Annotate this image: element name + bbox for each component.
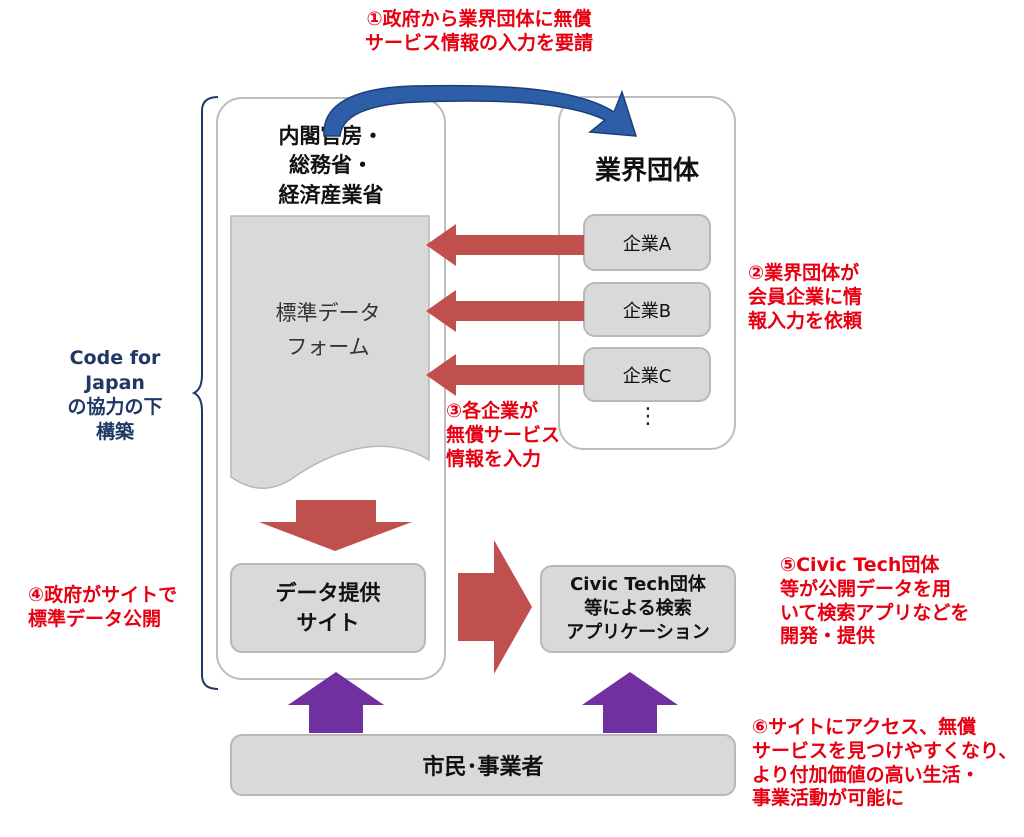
- step1-note: ①政府から業界団体に無償 サービス情報の入力を要請: [364, 8, 593, 54]
- data-site-box[interactable]: データ提供 サイト: [230, 563, 426, 653]
- step2-note: ②業界団体が 会員企業に情 報入力を依頼: [748, 262, 863, 332]
- more-companies-ellipsis: ⋮: [637, 404, 659, 429]
- company-b-box[interactable]: 企業B: [583, 282, 711, 337]
- code-for-japan-label: Code for Japan の協力の下 構築: [67, 347, 163, 444]
- data-form-label: 標準データ フォーム: [275, 301, 381, 359]
- left-arrow-icon: [426, 290, 584, 332]
- brace-icon: [191, 96, 219, 690]
- step4-note: ④政府がサイトで 標準データ公開: [28, 584, 178, 630]
- company-c-box[interactable]: 企業C: [583, 347, 711, 402]
- curved-arrow-icon: [323, 84, 638, 137]
- step6-note: ⑥サイトにアクセス、無償 サービスを見つけやすくなり、 より付加価値の高い生活・…: [752, 716, 1018, 810]
- left-arrow-icon: [426, 224, 584, 266]
- down-arrow-icon: [259, 500, 412, 551]
- civic-tech-app-box[interactable]: Civic Tech団体 等による検索 アプリケーション: [540, 565, 736, 653]
- up-arrow-icon: [582, 672, 678, 733]
- right-arrow-icon: [458, 540, 532, 674]
- industry-title: 業界団体: [594, 156, 699, 186]
- citizens-box[interactable]: 市民･事業者: [230, 734, 736, 796]
- data-form-shape: [230, 215, 430, 489]
- company-a-box[interactable]: 企業A: [583, 214, 711, 271]
- left-arrow-icon: [426, 354, 584, 396]
- step3-note: ③各企業が 無償サービス 情報を入力: [446, 400, 561, 470]
- step5-note: ⑤Civic Tech団体 等が公開データを用 いて検索アプリなどを 開発・提供: [780, 554, 970, 648]
- up-arrow-icon: [288, 672, 384, 733]
- government-title: 内閣官房・ 総務省・ 経済産業省: [278, 124, 384, 207]
